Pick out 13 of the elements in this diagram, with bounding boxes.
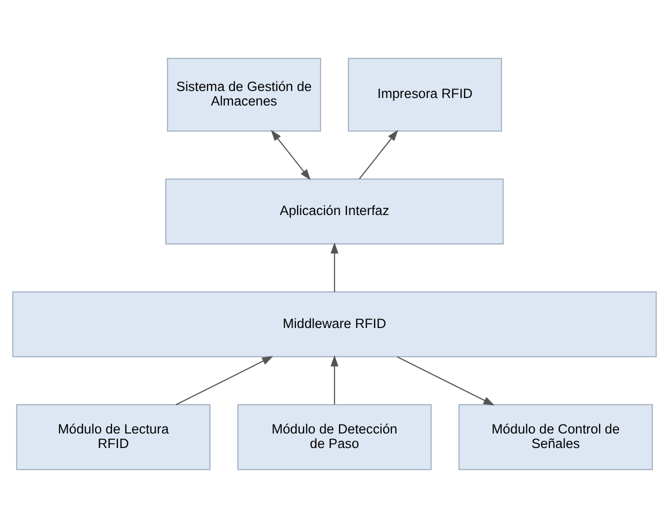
node-box: Módulo de Lectura RFID xyxy=(16,404,210,470)
arrow xyxy=(270,130,311,180)
node-box: Módulo de Control de Señales xyxy=(458,404,653,470)
arrow xyxy=(330,242,338,292)
node-box: Aplicación Interfaz xyxy=(165,178,504,244)
node-box: Middleware RFID xyxy=(12,291,657,358)
arrow xyxy=(358,130,398,180)
node-box: Módulo de Detección de Paso xyxy=(237,404,432,470)
arrow xyxy=(176,356,274,406)
node-box: Sistema de Gestión de Almacenes xyxy=(166,58,322,132)
arrow xyxy=(330,355,338,405)
arrow xyxy=(397,356,495,406)
node-box: Impresora RFID xyxy=(348,58,502,132)
